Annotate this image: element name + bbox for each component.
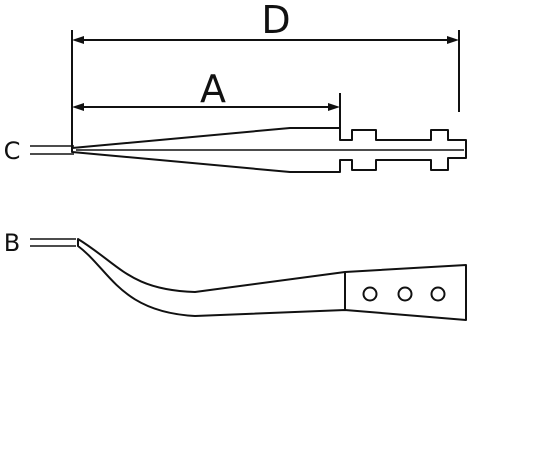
tip-label-c: C [4, 137, 21, 165]
grip-hole-1 [362, 286, 378, 302]
side-view [30, 238, 467, 321]
grip-hole-2 [397, 286, 413, 302]
dimension-a-arrow-left [72, 103, 84, 111]
tweezer-top-outline [71, 127, 467, 173]
top-view [30, 30, 467, 173]
dimension-d-arrow-left [72, 36, 84, 44]
dimension-a-arrow-right [328, 103, 340, 111]
tweezer-side-outline [77, 238, 467, 321]
grip-hole-3 [430, 286, 446, 302]
dimension-label-d: D [261, 0, 290, 42]
tip-label-b: B [4, 229, 20, 257]
dimension-d-arrow-right [447, 36, 459, 44]
dimension-label-a: A [200, 67, 226, 111]
